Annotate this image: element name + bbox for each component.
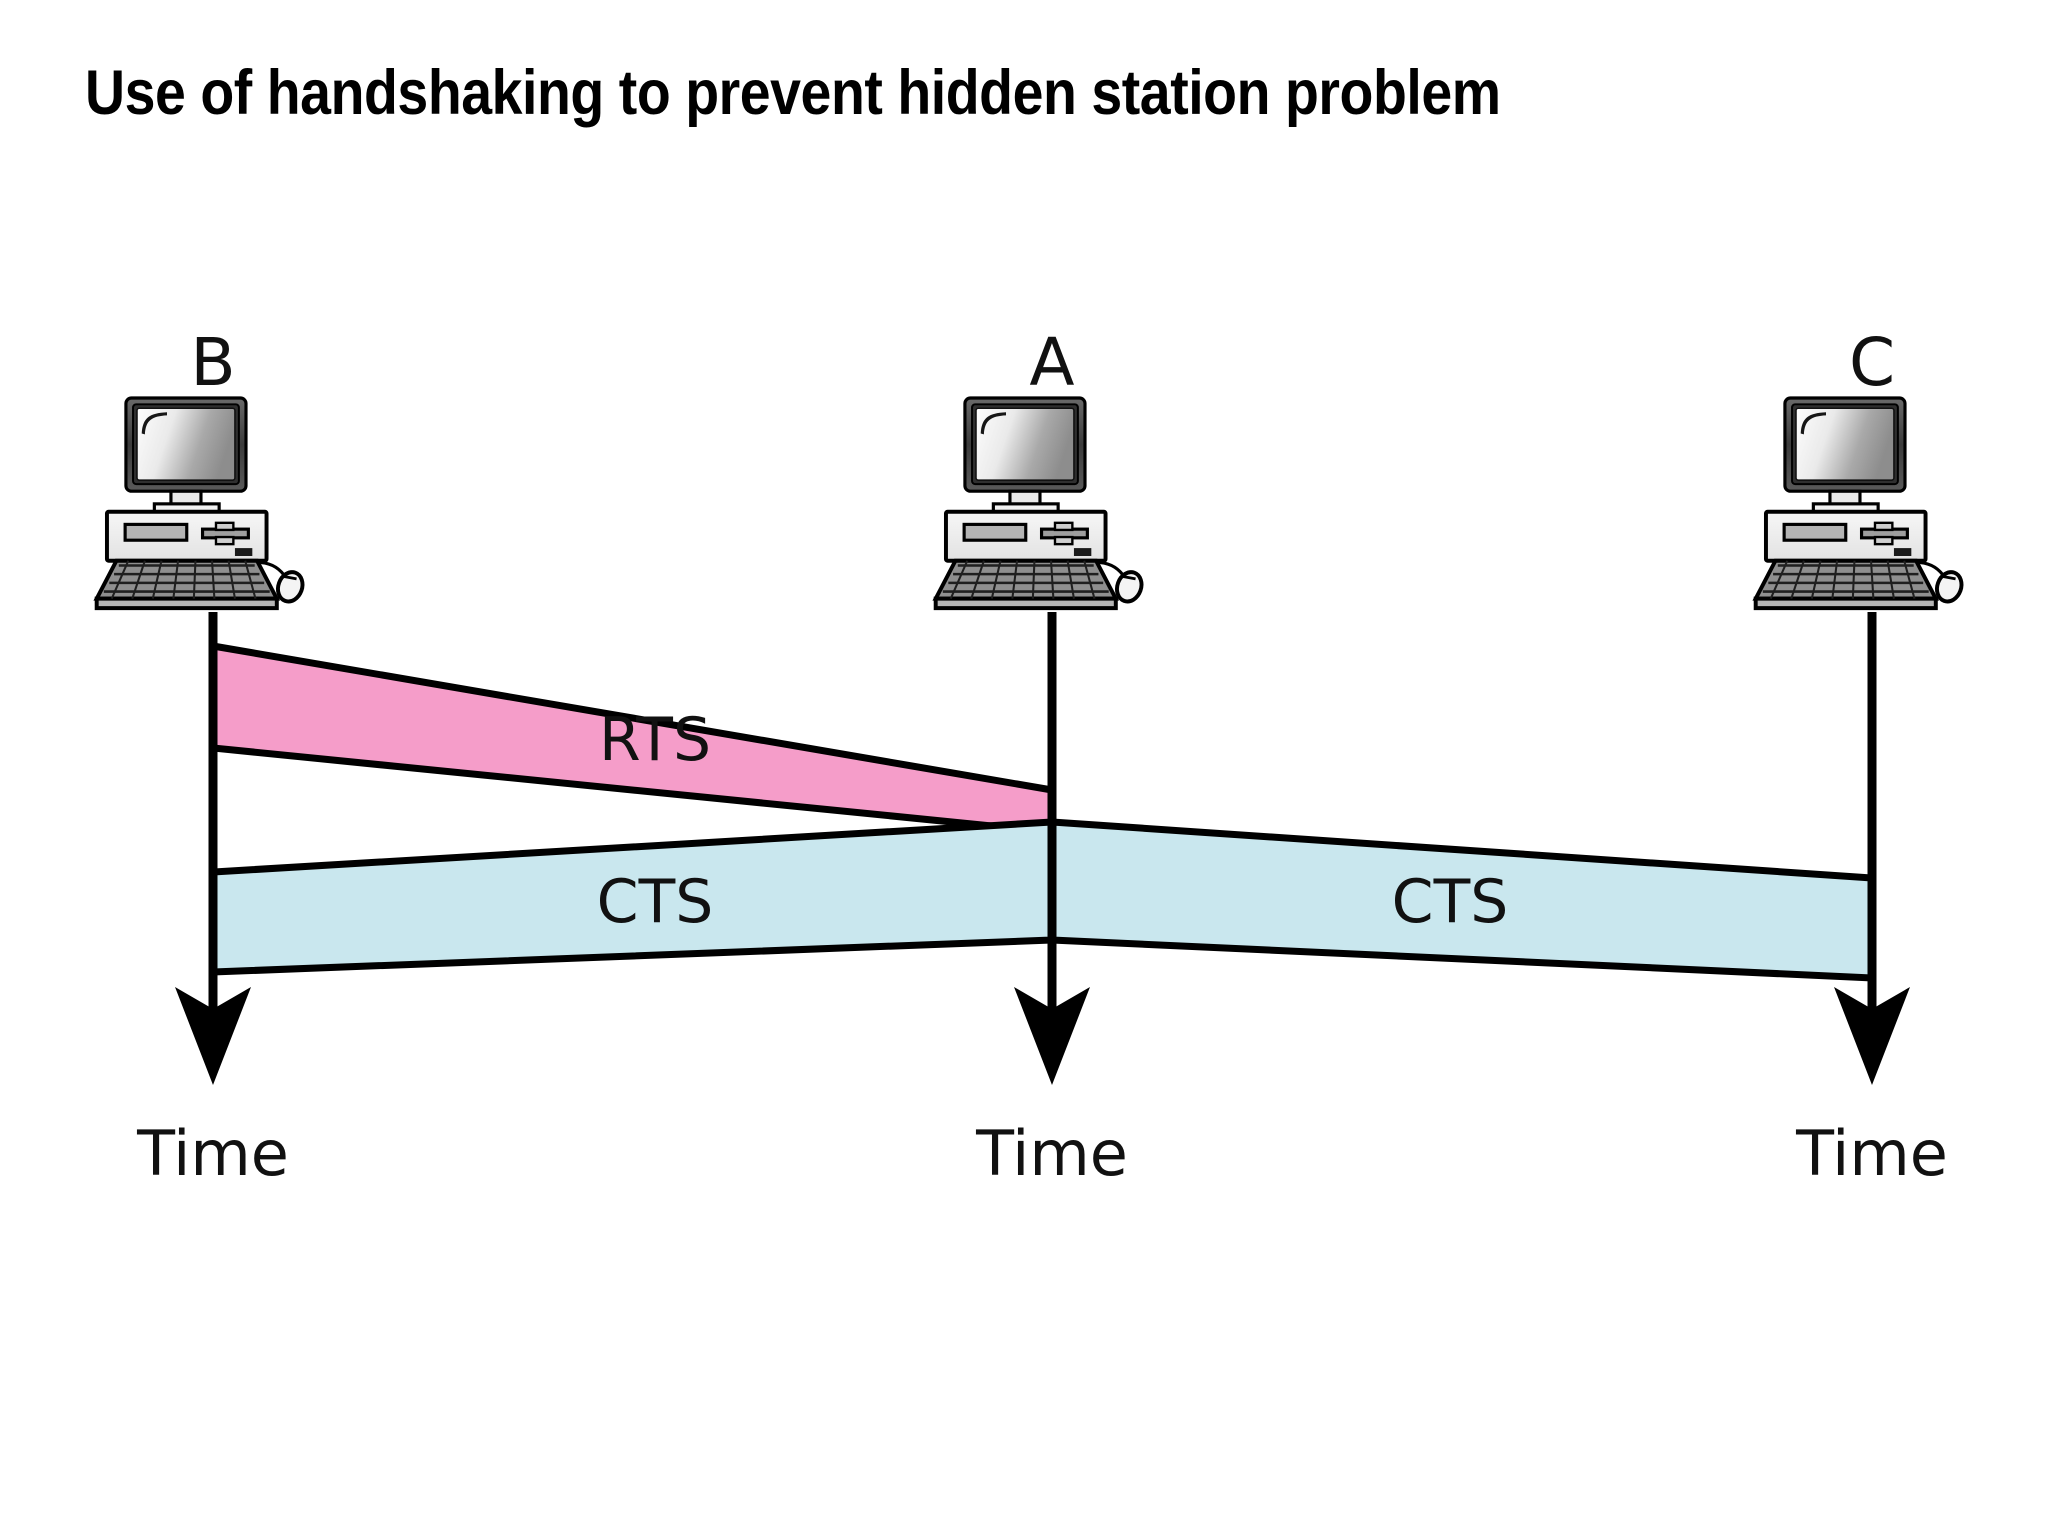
station-a-time-label: Time [975, 1117, 1128, 1190]
station-b-time-label: Time [136, 1117, 289, 1190]
station-b-label: B [190, 324, 235, 401]
page-title: Use of handshaking to prevent hidden sta… [85, 58, 1501, 128]
station-a-label: A [1029, 324, 1074, 401]
cts-left-band-label: CTS [597, 867, 714, 937]
station-a-computer-icon [933, 396, 1148, 611]
station-c-time-label: Time [1795, 1117, 1948, 1190]
station-b-computer-icon [94, 396, 309, 611]
station-c[interactable]: C Time [1753, 324, 1968, 1190]
station-c-computer-icon [1753, 396, 1968, 611]
message-band-cts-right[interactable]: CTS [1048, 818, 1876, 982]
cts-right-band-label: CTS [1392, 867, 1509, 937]
message-band-cts-left[interactable]: CTS [209, 818, 1056, 976]
station-c-label: C [1849, 324, 1895, 401]
station-a[interactable]: A Time [933, 324, 1148, 1190]
message-band-rts[interactable]: RTS [209, 641, 1056, 836]
timeline-overlays [208, 612, 1877, 1012]
rts-band-label: RTS [599, 705, 711, 775]
